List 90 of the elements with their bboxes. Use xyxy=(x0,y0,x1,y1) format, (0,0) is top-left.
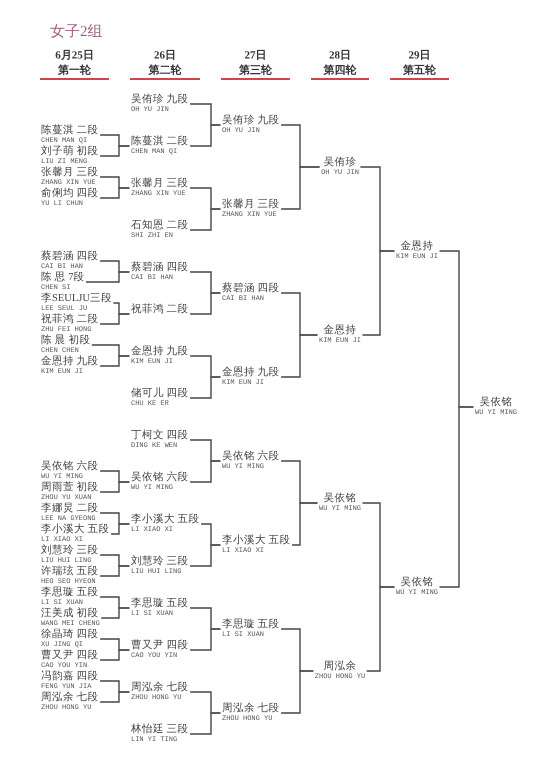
player-name: 金恩持 九段 xyxy=(222,367,280,379)
player-name: 金恩持 九段 xyxy=(41,356,99,368)
player-name: 金恩持 九段 xyxy=(131,346,189,358)
round-heading: 第四轮 xyxy=(324,64,356,78)
bracket-line xyxy=(190,544,220,567)
round-heading: 第二轮 xyxy=(148,64,182,78)
bracket-line xyxy=(190,208,220,231)
player-name: 祝菲鸿 二段 xyxy=(41,314,99,326)
player-name: 刘子萌 初段 xyxy=(41,146,99,158)
player-name: 陈 思 7段 xyxy=(41,272,84,284)
bracket-line xyxy=(100,481,130,493)
player-name: 张馨月 三段 xyxy=(222,199,280,211)
player-name: 李思璇 五段 xyxy=(131,598,189,610)
player-name: 金恩持 xyxy=(400,241,434,253)
bracket-line xyxy=(190,460,220,483)
bracket-line xyxy=(100,565,130,577)
player-name: 刘慧玲 三段 xyxy=(41,545,99,557)
bracket-line xyxy=(366,586,394,672)
player-name: 吴依铭 xyxy=(400,577,434,589)
player-name: 曹又尹 四段 xyxy=(41,650,99,662)
player-name: 许瑞玹 五段 xyxy=(41,566,99,578)
player-name: 蔡碧涵 四段 xyxy=(41,251,99,263)
player-name: 吴依铭 xyxy=(480,397,512,409)
player-name: 李小溪大 五段 xyxy=(131,514,200,526)
bracket-line xyxy=(190,124,220,147)
bracket-line xyxy=(190,712,220,735)
player-name: 陈蔓淇 二段 xyxy=(41,125,99,137)
player-name: 周泓余 xyxy=(324,661,356,673)
player-name: 吴侑珍 九段 xyxy=(131,94,189,106)
bracket-line xyxy=(440,406,474,588)
player-name: 冯韵嘉 四段 xyxy=(41,671,99,683)
player-name: 丁柯文 四段 xyxy=(131,430,189,442)
bracket-line xyxy=(100,187,130,199)
player-name: 李思璇 五段 xyxy=(222,619,280,631)
date-heading: 29日 xyxy=(408,50,430,62)
player-name: 石知恩 二段 xyxy=(131,220,189,232)
player-name: 周泓余 七段 xyxy=(41,692,99,704)
round-heading: 第五轮 xyxy=(403,64,436,78)
player-name: 汪美成 初段 xyxy=(41,608,99,620)
bracket-line xyxy=(281,334,318,378)
player-name: 俞俐均 四段 xyxy=(41,188,99,200)
player-name: 李小溪大 五段 xyxy=(222,535,291,547)
player-name: 祝菲鸿 二段 xyxy=(131,304,189,316)
player-name: 周雨萱 初段 xyxy=(41,482,99,494)
player-name: 林怡廷 三段 xyxy=(131,724,189,736)
player-name: 陈 晨 初段 xyxy=(41,335,90,347)
player-name: 陈蔓淇 二段 xyxy=(131,136,189,148)
player-name: 张馨月 三段 xyxy=(131,178,189,190)
bracket-line xyxy=(100,355,130,367)
bracket-line xyxy=(292,502,318,546)
date-heading: 28日 xyxy=(329,50,351,62)
date-heading: 26日 xyxy=(154,50,176,62)
bracket-line xyxy=(111,523,130,535)
bracket-line xyxy=(362,250,394,336)
player-name: 刘慧玲 三段 xyxy=(131,556,189,568)
player-name: 吴依铭 六段 xyxy=(41,461,99,473)
bracket-line xyxy=(86,271,130,283)
player-name: 蔡碧涵 四段 xyxy=(131,262,189,274)
round-heading: 第一轮 xyxy=(58,64,91,78)
bracket-line xyxy=(100,313,130,325)
bracket-line xyxy=(101,607,130,619)
date-heading: 27日 xyxy=(244,50,266,62)
title: 女子2组 xyxy=(50,23,102,41)
player-name: 张馨月 三段 xyxy=(41,167,99,179)
bracket-line xyxy=(190,292,220,315)
player-name: 李小溪大 五段 xyxy=(41,524,110,536)
bracket-line xyxy=(281,166,320,210)
player-name: 吴侑珍 xyxy=(324,157,356,169)
player-name: 李娜炅 二段 xyxy=(41,503,99,515)
player-name: 吴依铭 xyxy=(324,493,356,505)
bracket-line xyxy=(100,649,130,661)
player-name: 周泓余 七段 xyxy=(131,682,189,694)
bracket-line xyxy=(100,145,130,157)
player-name: 吴依铭 六段 xyxy=(131,472,189,484)
player-name: 李SEULJU三段 xyxy=(41,293,112,305)
bracket-line xyxy=(100,691,130,703)
player-name: 李思璇 五段 xyxy=(41,587,99,599)
player-name: 徐晶琦 四段 xyxy=(41,629,99,641)
player-name: 吴依铭 六段 xyxy=(222,451,280,463)
player-name: 金恩持 xyxy=(324,325,356,337)
bracket-line xyxy=(190,376,220,399)
bracket-line xyxy=(190,628,220,651)
player-name: 吴侑珍 九段 xyxy=(222,115,280,127)
player-name: 曹又尹 四段 xyxy=(131,640,189,652)
round-heading: 第三轮 xyxy=(239,64,272,78)
player-name: 周泓余 七段 xyxy=(222,703,280,715)
player-name: 蔡碧涵 四段 xyxy=(222,283,280,295)
player-name: 储可儿 四段 xyxy=(131,388,189,400)
bracket-line xyxy=(281,670,314,714)
date-heading: 6月25日 xyxy=(55,50,94,62)
